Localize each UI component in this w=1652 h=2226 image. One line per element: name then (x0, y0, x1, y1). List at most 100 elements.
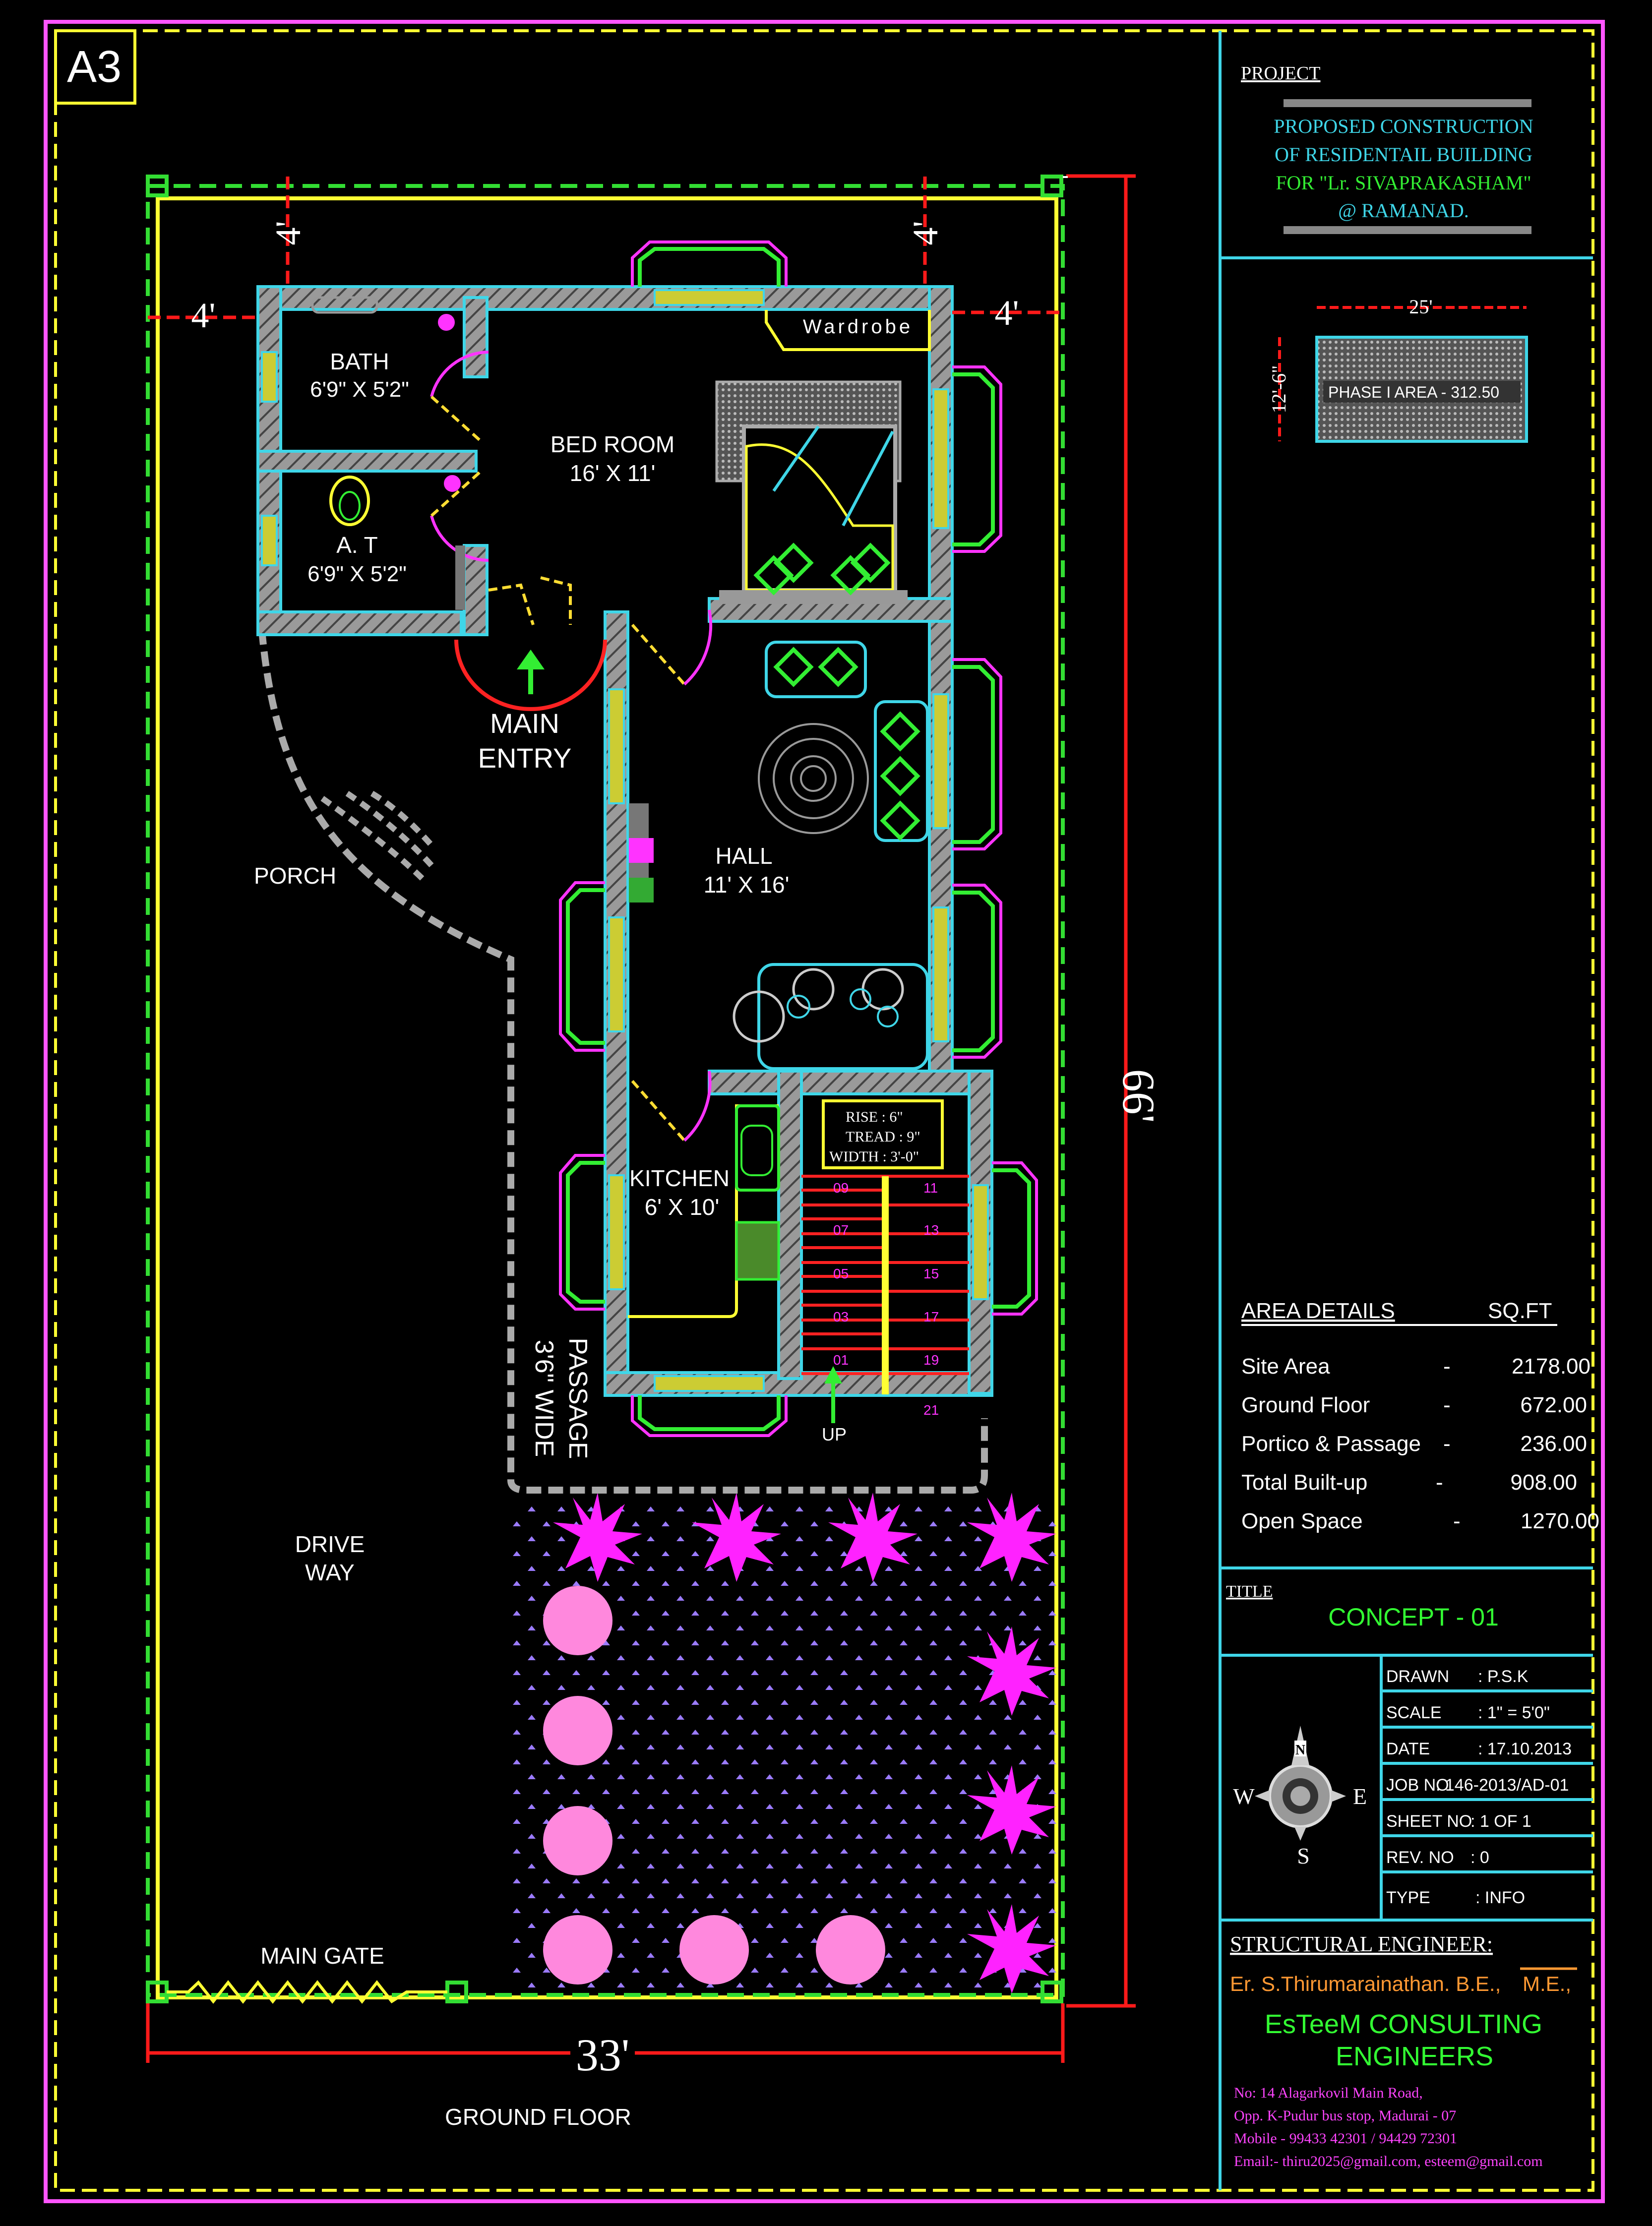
info-label: SCALE (1386, 1703, 1442, 1722)
step-number: 01 (833, 1352, 849, 1368)
toilet-size: 6'9" X 5'2" (307, 562, 407, 586)
info-value: : 0 (1470, 1848, 1489, 1867)
porch-steps (320, 790, 436, 885)
entry-arrow-icon (517, 650, 545, 694)
sunshades (559, 241, 1038, 1437)
door-frame (455, 545, 465, 610)
area-details-unit: SQ.FT (1488, 1299, 1552, 1323)
compass-s: S (1297, 1843, 1310, 1868)
toilet-label: A. T (336, 532, 378, 558)
project-line-2: OF RESIDENTAIL BUILDING (1275, 143, 1532, 166)
main-entry-label-2: ENTRY (478, 742, 572, 774)
main-gate-icon (167, 1980, 447, 2004)
project-text: PROPOSED CONSTRUCTION OF RESIDENTAIL BUI… (1274, 115, 1533, 222)
stair-width: WIDTH : 3'-0" (829, 1148, 919, 1165)
area-row-dash: - (1436, 1470, 1443, 1495)
stair-tread: TREAD : 9" (846, 1129, 920, 1145)
area-row-value: 672.00 (1520, 1393, 1587, 1417)
area-details-heading: AREA DETAILS (1241, 1299, 1395, 1323)
phase-area-label: PHASE I AREA - 312.50 (1328, 383, 1499, 401)
info-value: : 1 OF 1 (1470, 1812, 1531, 1831)
project-line-3: FOR "Lr. SIVAPRAKASHAM" (1276, 172, 1531, 194)
staircase (801, 1099, 969, 1423)
concept-title: CONCEPT - 01 (1328, 1603, 1499, 1631)
phase-width-label: 25' (1409, 296, 1432, 318)
driveway-label-1: DRIVE (295, 1531, 365, 1557)
step-number: 07 (833, 1222, 849, 1238)
info-label: DATE (1386, 1740, 1430, 1758)
info-value: : 146-2013/AD-01 (1436, 1776, 1569, 1795)
driveway-label-2: WAY (305, 1560, 355, 1585)
area-row-dash: - (1453, 1509, 1461, 1533)
step-number: 21 (923, 1402, 939, 1418)
info-label: SHEET NO (1386, 1812, 1472, 1831)
bed-icon (715, 380, 908, 604)
hall-shelf (629, 803, 654, 902)
firm-address: No: 14 Alagarkovil Main Road, Opp. K-Pud… (1234, 2085, 1543, 2169)
phase-depth-label: 12'-6" (1268, 365, 1290, 414)
area-row-value: 908.00 (1510, 1470, 1577, 1495)
passage-label: PASSAGE (563, 1338, 592, 1459)
engineer-name: Er. S.Thirumarainathan. B.E., (1230, 1972, 1501, 1995)
wardrobe-outline (765, 310, 931, 351)
area-row-label: Open Space (1241, 1509, 1363, 1533)
wc-bowl (339, 491, 361, 521)
setback-right-label: 4' (995, 293, 1019, 333)
address-line-4: Email:- thiru2025@gmail.com, esteem@gmai… (1234, 2153, 1543, 2169)
sofa-icon (765, 641, 929, 842)
area-row-label: Site Area (1241, 1354, 1330, 1379)
rule (1284, 226, 1531, 234)
project-line-1: PROPOSED CONSTRUCTION (1274, 115, 1533, 137)
setback-top-right-label: 4' (906, 221, 945, 245)
setback-top-left-label: 4' (268, 221, 308, 245)
rule (1284, 99, 1531, 107)
bedroom-label: BED ROOM (551, 431, 674, 457)
area-row-dash: - (1443, 1393, 1451, 1417)
width-dimension-label: 33' (576, 2030, 630, 2080)
stair-up-label: UP (822, 1424, 847, 1444)
engineer-heading: STRUCTURAL ENGINEER: (1230, 1932, 1493, 1956)
fixtures (438, 314, 461, 492)
engineer-degree: M.E., (1523, 1972, 1571, 1995)
doors (430, 351, 713, 1142)
wc-icon (329, 476, 370, 526)
step-number: 09 (833, 1180, 849, 1196)
drawing-title: GROUND FLOOR (445, 2104, 631, 2130)
area-row-value: 1270.00 (1521, 1509, 1599, 1533)
address-line-3: Mobile - 99433 42301 / 94429 72301 (1234, 2130, 1457, 2147)
step-number: 15 (923, 1266, 939, 1281)
main-gate-label: MAIN GATE (260, 1943, 384, 1969)
step-number: 19 (923, 1352, 939, 1368)
info-value: : 17.10.2013 (1478, 1740, 1572, 1758)
kitchen-label: KITCHEN (629, 1165, 730, 1191)
stair-notes: RISE : 6" TREAD : 9" WIDTH : 3'-0" (829, 1109, 920, 1165)
step-number: 11 (923, 1180, 938, 1196)
porch-label: PORCH (254, 863, 336, 889)
passage-width-label: 3'6" WIDE (530, 1340, 558, 1457)
sheet-size-box (54, 29, 136, 105)
area-row-label: Portico & Passage (1241, 1432, 1421, 1456)
address-line-2: Opp. K-Pudur bus stop, Madurai - 07 (1234, 2107, 1456, 2124)
inner-dashed-border (54, 29, 1594, 2192)
kitchen-size: 6' X 10' (645, 1194, 720, 1220)
compass-n: N (1295, 1743, 1305, 1758)
info-value: : INFO (1475, 1888, 1525, 1907)
area-row-dash: - (1443, 1432, 1451, 1456)
area-row-value: 2178.00 (1512, 1354, 1591, 1379)
firm-name-1: EsTeeM CONSULTING (1265, 2009, 1542, 2039)
step-number: 17 (923, 1309, 939, 1324)
compass-e: E (1353, 1784, 1367, 1809)
garden-palms (553, 1493, 1056, 1993)
plot-boundary (156, 196, 1058, 1999)
bath-label: BATH (330, 349, 389, 374)
firm-name-2: ENGINEERS (1336, 2042, 1493, 2071)
step-number: 13 (923, 1222, 939, 1238)
area-details: AREA DETAILS SQ.FT Site Area - 2178.00 G… (1241, 1299, 1599, 1533)
bath-towel-rail (311, 296, 378, 314)
bath-size: 6'9" X 5'2" (310, 377, 409, 402)
wardrobe-label: Wardrobe (803, 316, 913, 338)
title-heading: TITLE (1226, 1582, 1273, 1601)
info-value: : P.S.K (1478, 1667, 1529, 1686)
info-label: TYPE (1386, 1888, 1430, 1907)
main-entry-label-1: MAIN (490, 708, 559, 739)
